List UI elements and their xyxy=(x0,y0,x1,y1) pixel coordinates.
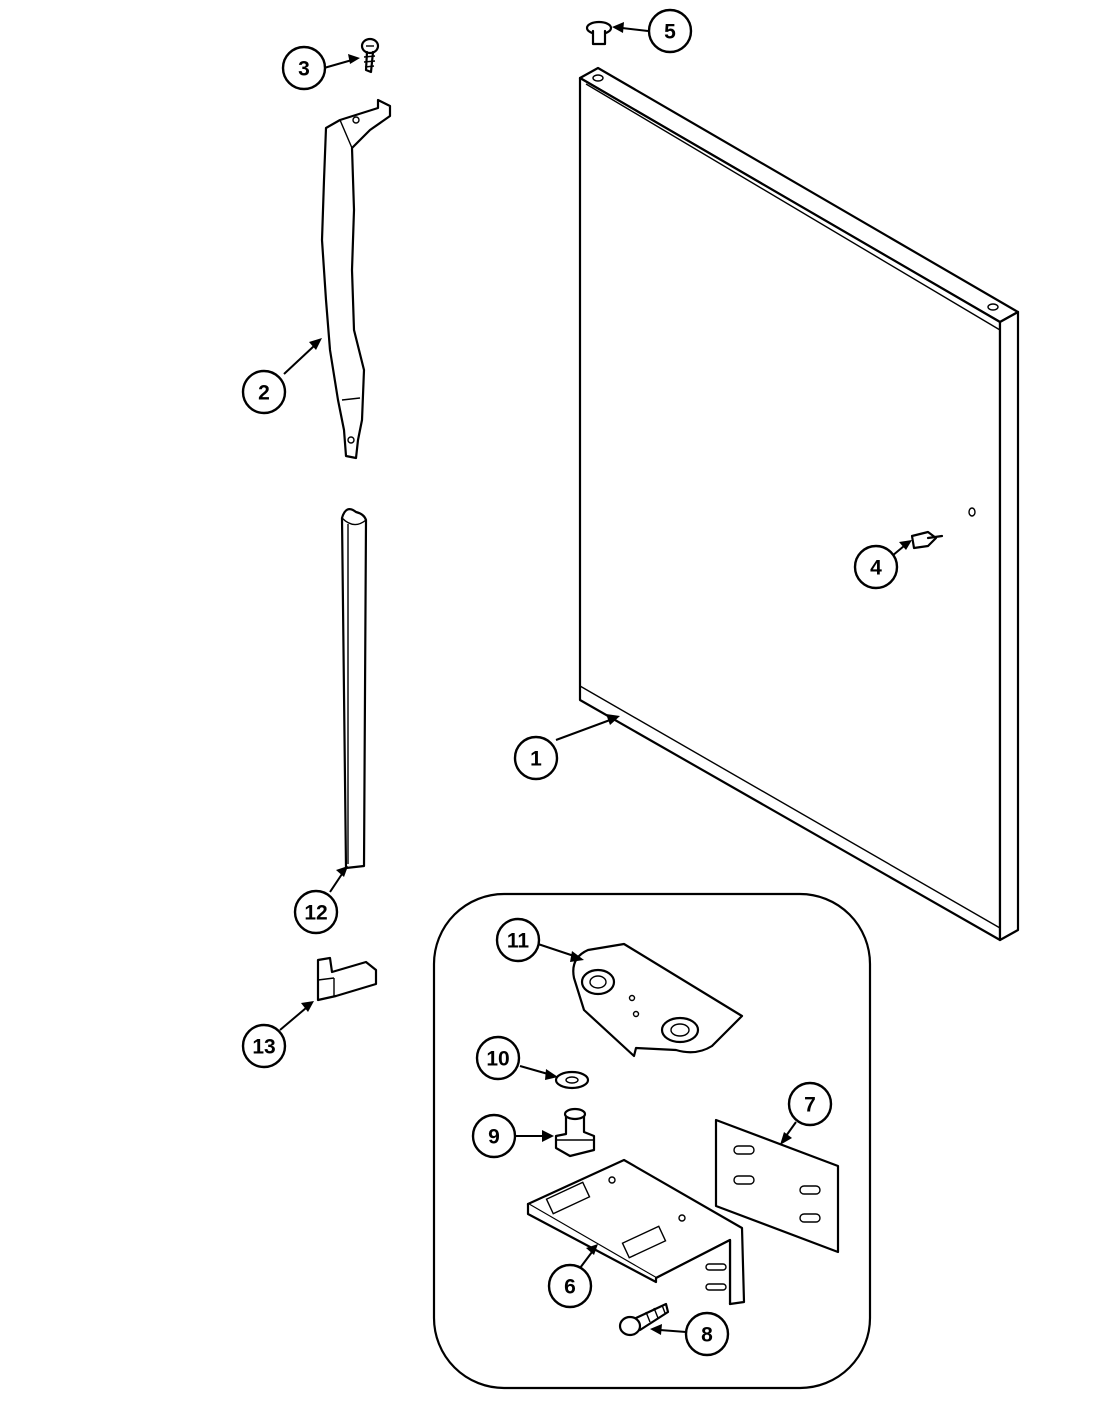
svg-text:12: 12 xyxy=(304,902,327,925)
callout-11: 11 xyxy=(495,917,541,963)
callout-12: 12 xyxy=(293,889,339,935)
top-hinge-bracket xyxy=(572,942,744,1058)
svg-text:4: 4 xyxy=(870,557,882,580)
svg-text:6: 6 xyxy=(564,1276,576,1299)
screw-icon xyxy=(360,37,380,74)
callout-6: 6 xyxy=(547,1263,593,1309)
callout-4: 4 xyxy=(853,544,899,590)
callout-1: 1 xyxy=(513,735,559,781)
hinge-kit-inset xyxy=(432,892,872,1390)
svg-text:11: 11 xyxy=(507,930,530,953)
end-cap-icon xyxy=(316,956,378,1002)
callout-13: 13 xyxy=(241,1023,287,1069)
callout-3: 3 xyxy=(281,45,327,91)
svg-text:7: 7 xyxy=(804,1094,816,1117)
washer-icon xyxy=(554,1070,590,1090)
callout-5: 5 xyxy=(647,8,693,54)
hinge-screw-icon xyxy=(618,1302,670,1337)
handle-trim xyxy=(340,508,368,870)
door-handle xyxy=(320,98,392,460)
svg-text:13: 13 xyxy=(252,1036,275,1059)
svg-text:3: 3 xyxy=(298,58,310,81)
callout-10: 10 xyxy=(475,1035,521,1081)
callout-9: 9 xyxy=(471,1113,517,1159)
svg-text:2: 2 xyxy=(258,382,270,405)
bottom-hinge xyxy=(526,1158,746,1306)
svg-text:8: 8 xyxy=(701,1324,713,1347)
callout-2: 2 xyxy=(241,369,287,415)
callout-8: 8 xyxy=(684,1311,730,1357)
callout-7: 7 xyxy=(787,1081,833,1127)
svg-text:5: 5 xyxy=(664,21,676,44)
svg-text:1: 1 xyxy=(530,748,542,771)
door-panel xyxy=(578,66,1020,942)
top-pin-icon xyxy=(585,20,613,46)
hinge-pin-icon xyxy=(554,1107,596,1158)
shim-plate xyxy=(714,1118,840,1254)
door-plug-icon xyxy=(910,530,944,550)
svg-text:10: 10 xyxy=(486,1048,509,1071)
svg-text:9: 9 xyxy=(488,1126,500,1149)
